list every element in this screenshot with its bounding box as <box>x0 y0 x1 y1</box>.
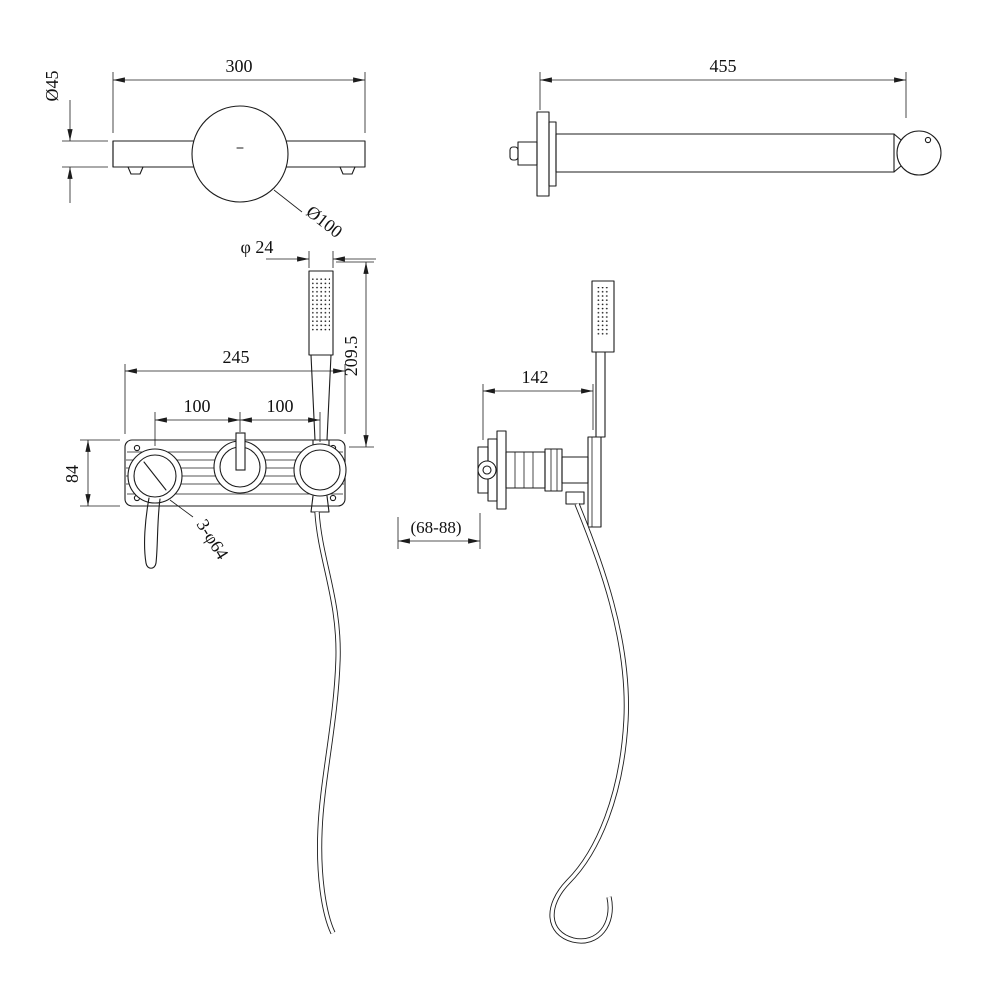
valve-middle-stem <box>235 432 246 471</box>
dim-hole-spacing: 100 100 <box>154 396 321 446</box>
handshower-handle <box>310 354 332 441</box>
end-cap-detail <box>924 136 932 144</box>
handshower-front-view <box>308 270 334 451</box>
handshower-face-dots-side <box>597 287 610 337</box>
dim-spout-side-length: 455 <box>539 56 907 118</box>
hose-side-inner <box>550 503 629 943</box>
dim-label-245: 245 <box>223 347 250 367</box>
dim-label-100-right: 100 <box>267 396 294 416</box>
cartridge-knob-inner <box>482 465 492 475</box>
plate-side <box>587 436 602 528</box>
hose-outlet-inner <box>299 449 341 491</box>
dim-label-209-5: 209.5 <box>341 336 361 377</box>
valve-stem-side <box>561 456 589 484</box>
back-knob-tip <box>509 146 519 161</box>
valve-left-inner <box>133 454 177 498</box>
aerator-right <box>339 166 356 175</box>
dim-side-depth: 142 <box>482 367 594 440</box>
hose-nut-front <box>310 495 330 513</box>
dim-handshower-width: φ 24 <box>241 237 376 268</box>
round-plate <box>191 105 289 203</box>
body-end-taper <box>893 133 902 173</box>
dim-label-455: 455 <box>710 56 737 76</box>
handshower-holder <box>595 351 606 438</box>
dim-spout-front-length: 300 <box>112 56 366 133</box>
dim-label-3-phi64: 3-φ64 <box>193 516 233 563</box>
plate-screw <box>329 494 337 502</box>
mixer-side-view <box>477 280 629 944</box>
dim-label-dia45: Ø45 <box>42 71 62 102</box>
dim-label-84: 84 <box>62 465 82 483</box>
dim-plate-diameter: Ø100 <box>273 189 347 242</box>
dim-label-68-88: (68-88) <box>411 518 462 537</box>
hose-outlet <box>293 443 347 497</box>
valve-nut-side <box>544 448 563 492</box>
dim-label-phi24: φ 24 <box>241 237 274 257</box>
spout-body-side <box>555 133 895 173</box>
hose-side <box>549 503 629 944</box>
spout-end-cap <box>896 130 942 176</box>
handshower-head-side <box>591 280 615 353</box>
hose-front-inner <box>315 511 340 934</box>
handshower-face-dots <box>312 277 330 331</box>
valve-body-side <box>505 451 546 489</box>
dim-label-142: 142 <box>522 367 549 387</box>
mixer-front-view <box>124 432 347 935</box>
dim-label-100-left: 100 <box>184 396 211 416</box>
aerator-left <box>127 166 144 175</box>
handshower-head <box>308 270 334 356</box>
dim-plate-width: 245 <box>124 347 346 434</box>
plate-screw <box>133 444 141 452</box>
flange-collar <box>548 121 557 187</box>
back-knob <box>517 141 538 166</box>
dim-holes-note: 3-φ64 <box>169 499 233 563</box>
lever-handle <box>144 497 161 569</box>
valve-body-ribs <box>514 452 534 488</box>
cartridge-knob <box>477 460 497 480</box>
dim-spout-bar-diameter: Ø45 <box>42 71 108 203</box>
spout-side-view <box>509 111 942 197</box>
dim-label-300: 300 <box>226 56 253 76</box>
hose-nut-side <box>565 491 585 505</box>
dim-label-dia100: Ø100 <box>303 201 347 241</box>
wall-flange <box>536 111 550 197</box>
dim-handshower-height: 209.5 <box>336 261 374 448</box>
spout-front-view <box>112 105 366 203</box>
valve-left-stem <box>143 461 167 491</box>
dim-plate-height: 84 <box>62 439 120 507</box>
valve-nut-ribs <box>550 449 558 491</box>
dim-wall-range: (68-88) <box>397 513 481 549</box>
cartridge-flange <box>496 430 507 510</box>
